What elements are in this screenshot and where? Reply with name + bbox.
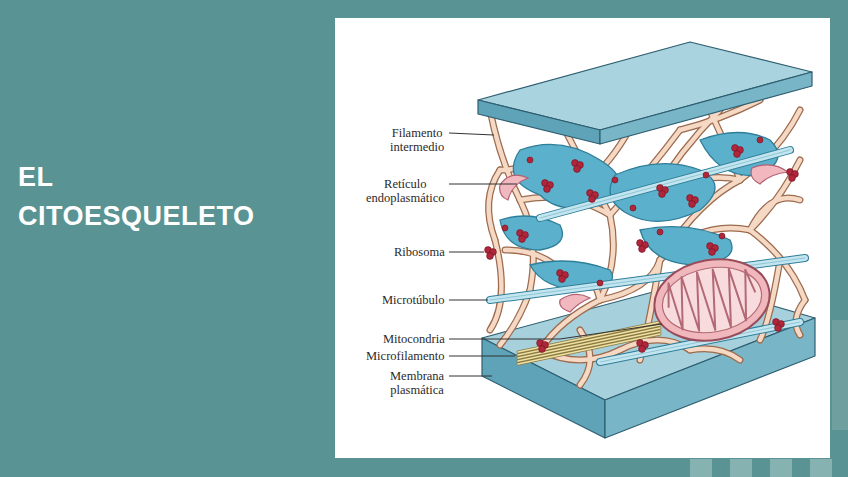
mitochondrion-part <box>663 263 760 337</box>
part-label: Mitocondria <box>383 332 445 346</box>
er-vesicles-part <box>751 165 788 184</box>
intermediate-filaments <box>489 90 805 385</box>
leader-lines <box>449 133 662 376</box>
background-decoration-part <box>810 459 832 477</box>
ribosomes-part <box>639 246 646 253</box>
leader-lines-part <box>449 376 492 377</box>
top-membrane <box>478 42 812 144</box>
leader-lines-part <box>449 252 484 253</box>
background-decoration-part <box>770 459 792 477</box>
ribosomes-part <box>559 276 566 283</box>
slide-title: EL CITOESQUELETO <box>18 158 255 236</box>
part-label: Membrana plasmática <box>390 369 444 398</box>
ribosomes-part <box>639 346 646 353</box>
leader-lines-part <box>449 356 515 357</box>
part-label: Microfilamento <box>366 349 444 363</box>
background-decoration-part <box>730 459 752 477</box>
background-decoration-part <box>690 459 712 477</box>
part-label: Ribosoma <box>394 245 445 259</box>
microfilament-bundle-part <box>518 322 660 364</box>
ribosomes-part <box>612 177 618 183</box>
ribosomes-part <box>719 233 725 239</box>
ribosomes-part <box>689 201 696 208</box>
ribosomes-part <box>659 191 666 198</box>
intermediate-filaments-part <box>489 90 805 385</box>
microtubules-part <box>540 150 790 218</box>
ribosomes-part <box>709 249 716 256</box>
top-membrane-part <box>478 100 600 144</box>
top-membrane-part <box>600 72 812 144</box>
leader-lines-part <box>449 184 517 185</box>
ribosomes-part <box>544 186 551 193</box>
ribosomes-part <box>597 280 603 286</box>
white-panel <box>335 18 830 458</box>
er-vesicles-part <box>500 175 528 200</box>
part-label: Microtúbulo <box>382 293 445 307</box>
leader-lines-part <box>449 300 488 301</box>
mitochondrion-part <box>657 260 767 340</box>
ribosomes-part <box>657 229 663 235</box>
background-decoration-part <box>832 320 848 430</box>
part-label: Filamento intermedio <box>390 126 444 155</box>
leader-lines-part <box>449 133 494 135</box>
ribosomes-part <box>502 225 508 231</box>
ribosomes-part <box>589 196 596 203</box>
ribosomes <box>485 137 799 352</box>
ribosomes-part <box>519 236 526 243</box>
ribosomes-part <box>734 151 741 158</box>
microtubules-part <box>540 150 790 218</box>
leader-lines-part <box>449 324 662 339</box>
intermediate-filaments-part <box>489 90 805 385</box>
mitochondrion-part <box>648 251 776 350</box>
ribosomes-part <box>757 137 763 143</box>
endoplasmic-reticulum-part <box>500 216 563 250</box>
ribosomes-part <box>539 346 546 353</box>
ribosomes-part <box>775 325 782 332</box>
microtubules-part <box>540 150 790 218</box>
ribosomes-part <box>703 172 709 178</box>
mitochondrion <box>648 251 776 350</box>
er-vesicles-part <box>560 294 590 312</box>
ribosomes-part <box>487 253 494 260</box>
microfilament-bundle-part <box>518 322 660 364</box>
microfilament-bundle <box>518 322 660 364</box>
part-label: Retículo endoplasmático <box>366 177 444 206</box>
ribosomes-part <box>574 166 581 173</box>
ribosomes-part <box>789 175 796 182</box>
ribosomes-part <box>630 205 636 211</box>
ribosomes-part <box>527 157 533 163</box>
